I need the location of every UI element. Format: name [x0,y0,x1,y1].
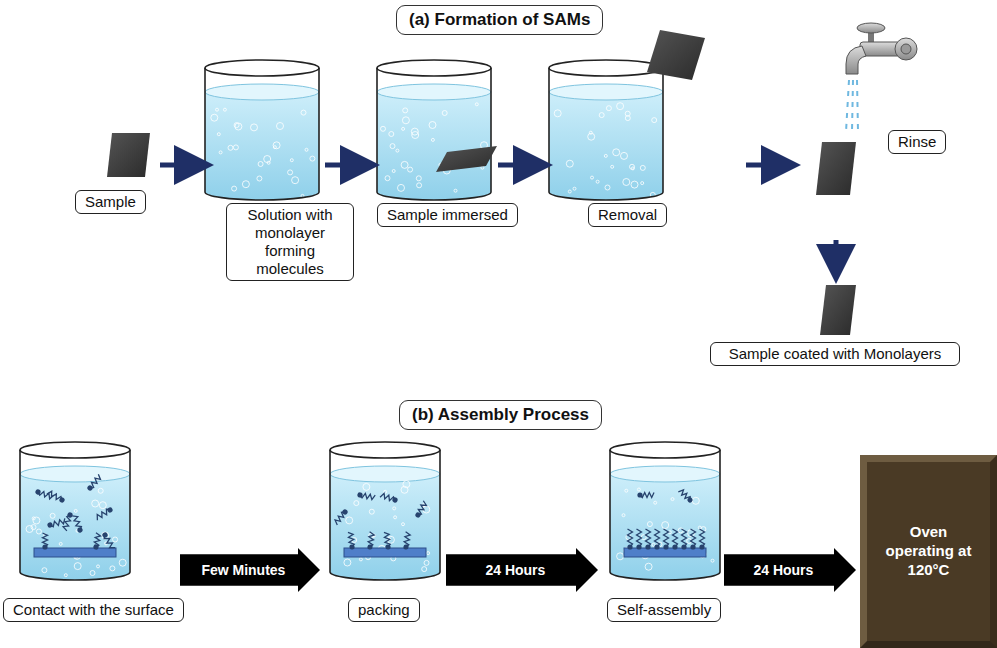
molecule [678,488,693,503]
sample-removed [647,30,705,80]
beaker [610,442,720,580]
molecule [681,529,686,550]
node-text: Oven operating at 120°C [879,523,979,579]
beaker [549,60,663,200]
step-label: Sample immersed [377,203,518,227]
molecule [367,532,375,550]
node-text: Few Minutes [201,562,285,578]
node-text: Self-assembly [617,601,711,619]
molecule [95,506,114,520]
molecule [414,501,427,519]
molecule [348,532,355,550]
molecule [72,514,83,533]
molecule [62,512,73,531]
node-text: Sample coated with Monolayers [720,345,950,363]
molecule [672,529,677,550]
molecule [357,492,375,500]
substrate [34,548,116,557]
node-text: 24 Hours [485,562,545,578]
molecule [93,533,101,550]
molecule [86,474,102,492]
node-text: (b) Assembly Process [412,405,589,425]
sample-rinsed [816,142,856,195]
sample-immersed [436,146,497,172]
molecule [333,508,348,525]
step-label: Rinse [888,130,946,154]
molecule [645,529,650,550]
beaker [20,442,130,580]
oven: Oven operating at 120°C [860,455,997,648]
stage-label: packing [348,598,420,622]
node-text: Sample immersed [387,206,508,224]
time-arrow: Few Minutes [180,548,320,592]
step-arrow [834,240,839,264]
molecule [627,529,632,550]
molecule [380,492,398,503]
node-text: packing [358,601,410,619]
stage-label: Contact with the surface [3,598,184,622]
node-text: (a) Formation of SAMs [409,10,590,30]
step-label: Removal [588,203,667,227]
molecule [403,532,411,550]
molecule [101,531,115,550]
molecule [636,529,641,550]
stage-label: Self-assembly [607,598,721,622]
step-arrow [325,163,360,168]
step-label: Solution with monolayer forming molecule… [226,203,354,281]
step-arrow [746,163,781,168]
molecules [34,474,706,557]
node-text: Rinse [898,133,936,151]
molecule [42,533,47,550]
step-arrow [498,163,533,168]
time-arrow: 24 Hours [446,548,598,592]
node-text: Solution with monolayer forming molecule… [236,206,344,278]
beaker [205,60,319,200]
node-text: Contact with the surface [13,601,174,619]
molecule [384,532,391,550]
node-text: Sample [85,193,136,211]
molecule [654,529,659,550]
molecule [690,529,695,550]
sample [107,133,150,177]
section-title: (b) Assembly Process [399,400,602,430]
molecule [663,529,668,550]
sample-coated [820,285,856,335]
node-text: Removal [598,206,657,224]
step-label: Sample [75,190,146,214]
substrate [344,548,426,557]
step-label: Sample coated with Monolayers [710,342,960,366]
beaker [330,442,440,580]
faucet [846,23,917,132]
section-title: (a) Formation of SAMs [396,5,603,35]
beaker [377,60,491,200]
beakers [20,60,720,580]
time-arrow: 24 Hours [724,548,856,592]
node-text: 24 Hours [753,562,813,578]
molecule [699,529,704,550]
step-arrow [160,163,194,168]
molecule [47,490,66,504]
molecule [637,492,654,497]
